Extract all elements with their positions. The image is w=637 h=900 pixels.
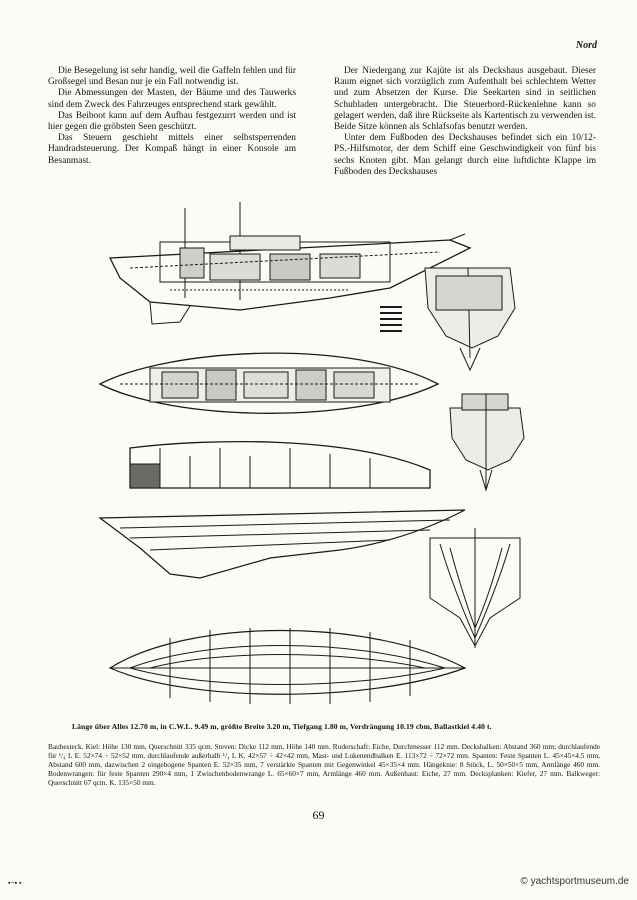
specs-paragraph: Baubesteck. Kiel: Höhe 130 mm, Querschni… <box>48 742 600 788</box>
watermark: © yachtsportmuseum.de <box>520 876 629 887</box>
paragraph: Unter dem Fußboden des Deckshauses befin… <box>334 133 596 177</box>
longitudinal-section-drawing <box>108 202 472 325</box>
left-text-column: Die Besegelung ist sehr handig, weil die… <box>48 66 296 167</box>
paragraph: Das Beiboot kann auf dem Aufbau festgezu… <box>48 110 296 133</box>
page-number: 69 <box>312 808 325 822</box>
drawing-legend-block <box>380 306 402 332</box>
corner-mark: ▪−▪ ▪ <box>8 880 22 887</box>
paragraph: Die Abmessungen der Masten, der Bäume un… <box>48 88 296 110</box>
deck-plan-drawing <box>129 440 431 489</box>
cross-section-drawing-aft <box>449 393 525 492</box>
caption-dimensions: Länge über Alles 12.70 m, in C.W.L. 9.49… <box>72 722 492 731</box>
right-text-column: Der Niedergang zur Kajüte ist als Decksh… <box>334 66 596 178</box>
yacht-plans-drawing <box>98 202 525 704</box>
accommodation-plan-drawing <box>98 352 440 414</box>
cross-section-drawing-forward <box>424 267 516 372</box>
page-header-title: Nord <box>575 40 597 51</box>
paragraph: Die Besegelung ist sehr handig, weil die… <box>48 66 296 88</box>
paragraph: Das Steuern geschieht mittels einer selb… <box>48 133 296 166</box>
lines-plan-profile-drawing <box>98 509 466 579</box>
body-plan-drawing <box>429 528 521 648</box>
half-breadth-plan-drawing <box>108 628 467 704</box>
construction-specs: Baubesteck. Kiel: Höhe 130 mm, Querschni… <box>48 742 600 787</box>
paragraph: Der Niedergang zur Kajüte ist als Decksh… <box>334 66 596 133</box>
